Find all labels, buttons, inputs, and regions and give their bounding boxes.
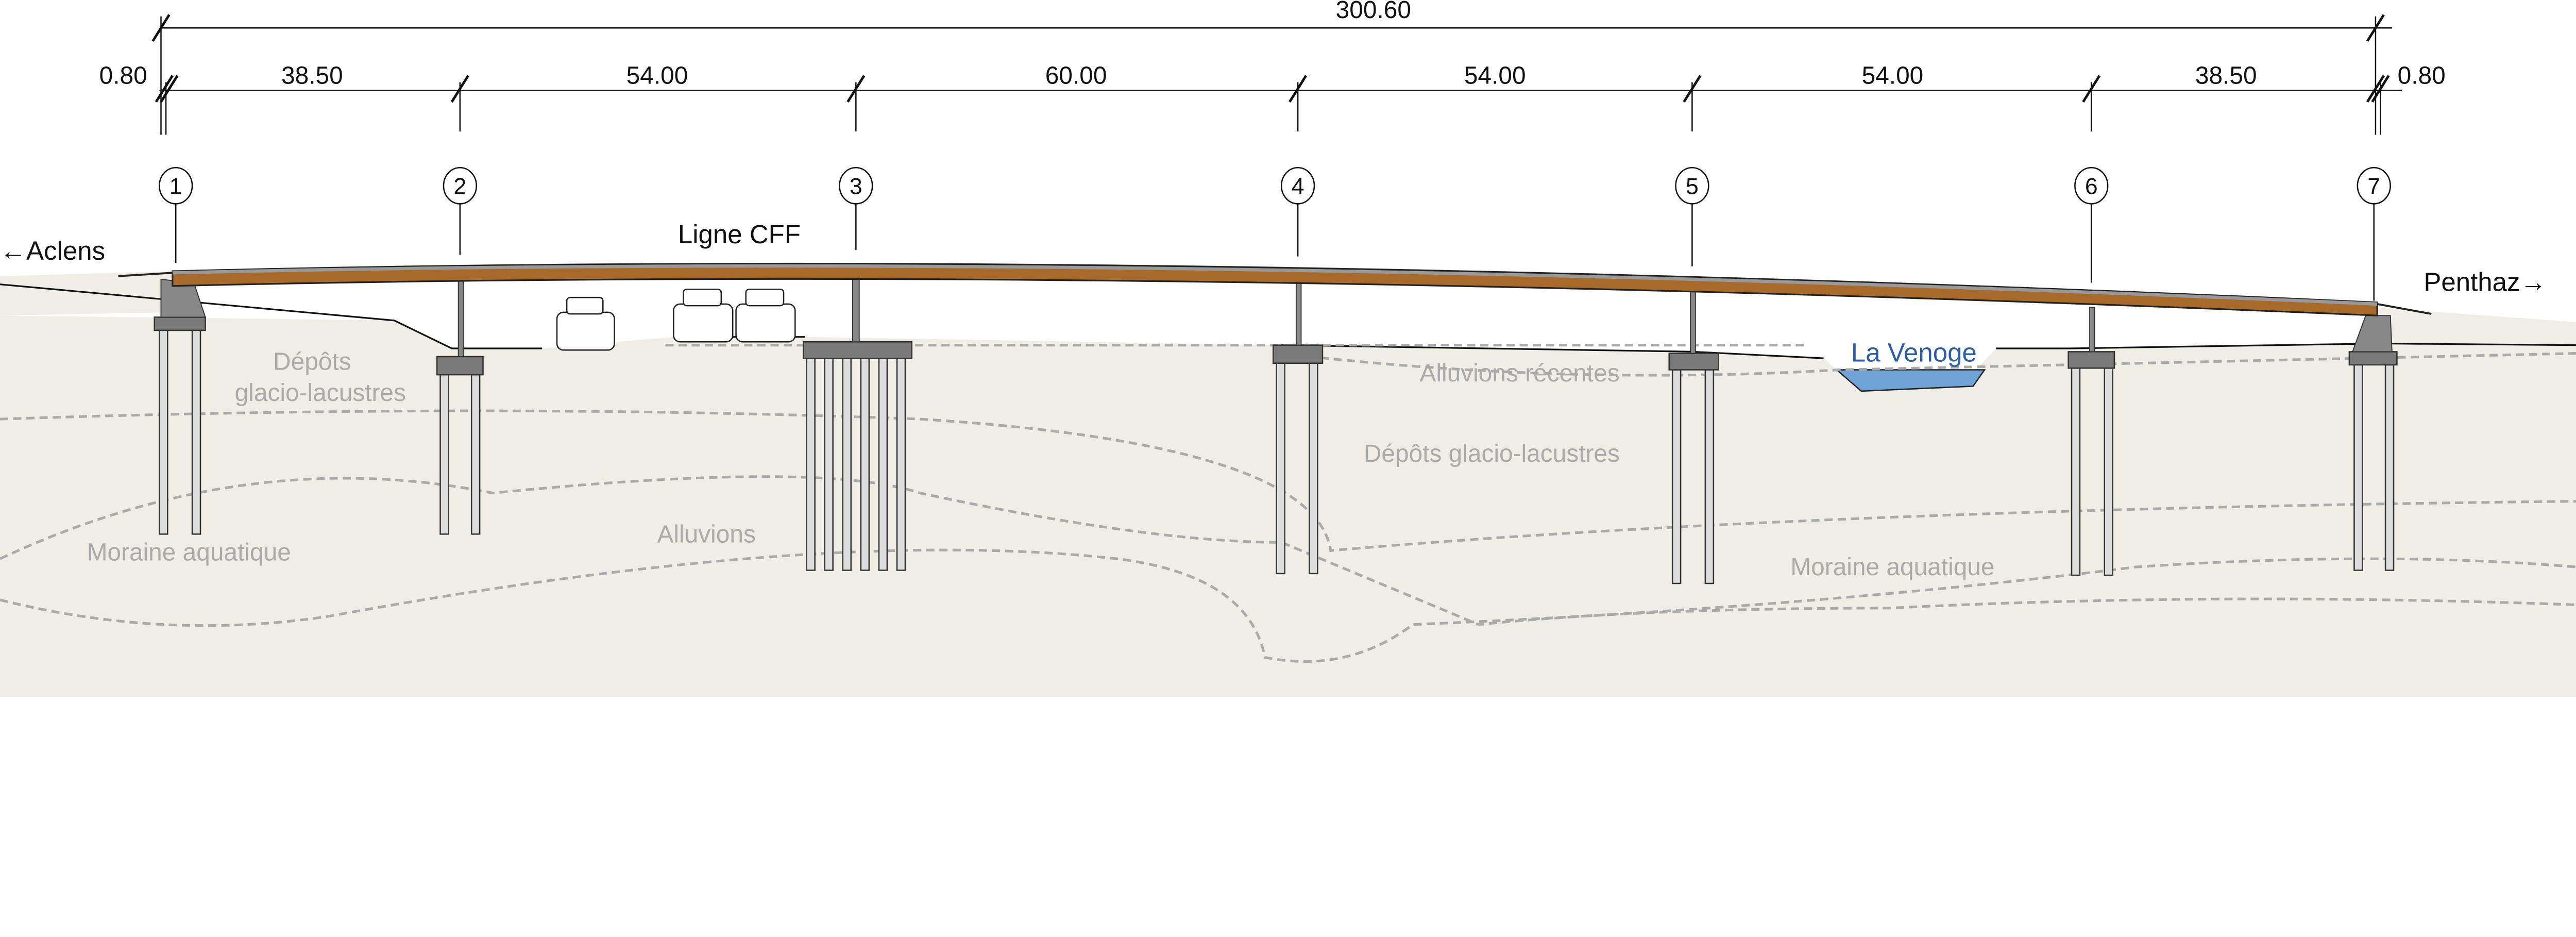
abutment-left-slab (118, 272, 173, 277)
abutment-right-slab (2377, 303, 2432, 315)
geology-label: Alluvions récentes (1420, 360, 1620, 387)
axis-label: 6 (2085, 174, 2098, 199)
dimension-span: 54.00 (1862, 62, 1924, 90)
dimension-span: 54.00 (626, 62, 688, 90)
dimension-span: 54.00 (1464, 62, 1526, 90)
direction-aclens: ←Aclens (0, 236, 105, 265)
dimension-total: 300.60 (1336, 0, 1411, 24)
dimension-span: 0.80 (2398, 62, 2446, 90)
axis-markers (159, 166, 2391, 205)
train-icons (556, 288, 796, 351)
geology-label: glacio-lacustres (235, 379, 406, 407)
dimension-lines (151, 14, 2402, 301)
geology-label: Dépôts (273, 348, 351, 375)
direction-penthaz: Penthaz→ (2424, 267, 2546, 296)
river-label: La Venoge (1851, 338, 1977, 367)
deck-surface (172, 264, 2378, 306)
dimension-span: 0.80 (99, 62, 147, 90)
bridge-elevation-drawing: 300.60 0.80 38.50 54.00 60.00 54.00 54.0… (0, 0, 2576, 697)
geology-label: Moraine aquatique (1790, 554, 1994, 581)
axis-label: 1 (170, 174, 182, 199)
river-water (1835, 369, 1986, 392)
foundations (154, 275, 2398, 584)
boundary-line (0, 409, 2576, 552)
axis-label: 2 (453, 174, 466, 199)
dimension-span: 38.50 (281, 62, 343, 90)
geology-label: Moraine aquatique (87, 539, 291, 566)
axis-label: 4 (1292, 174, 1304, 199)
dimension-span: 38.50 (2195, 62, 2257, 90)
bridge-deck (172, 262, 2378, 316)
boundary-line (0, 548, 2576, 663)
ground-fill (0, 271, 2576, 697)
axis-label: 5 (1686, 174, 1699, 199)
dimension-span: 60.00 (1045, 62, 1107, 90)
geology-label: Alluvions (657, 521, 755, 548)
railway-label: Ligne CFF (678, 220, 801, 249)
axis-label: 7 (2367, 174, 2380, 199)
boundary-line (0, 475, 2576, 626)
axis-label: 3 (850, 174, 862, 199)
geology-label: Dépôts glacio-lacustres (1364, 440, 1620, 467)
